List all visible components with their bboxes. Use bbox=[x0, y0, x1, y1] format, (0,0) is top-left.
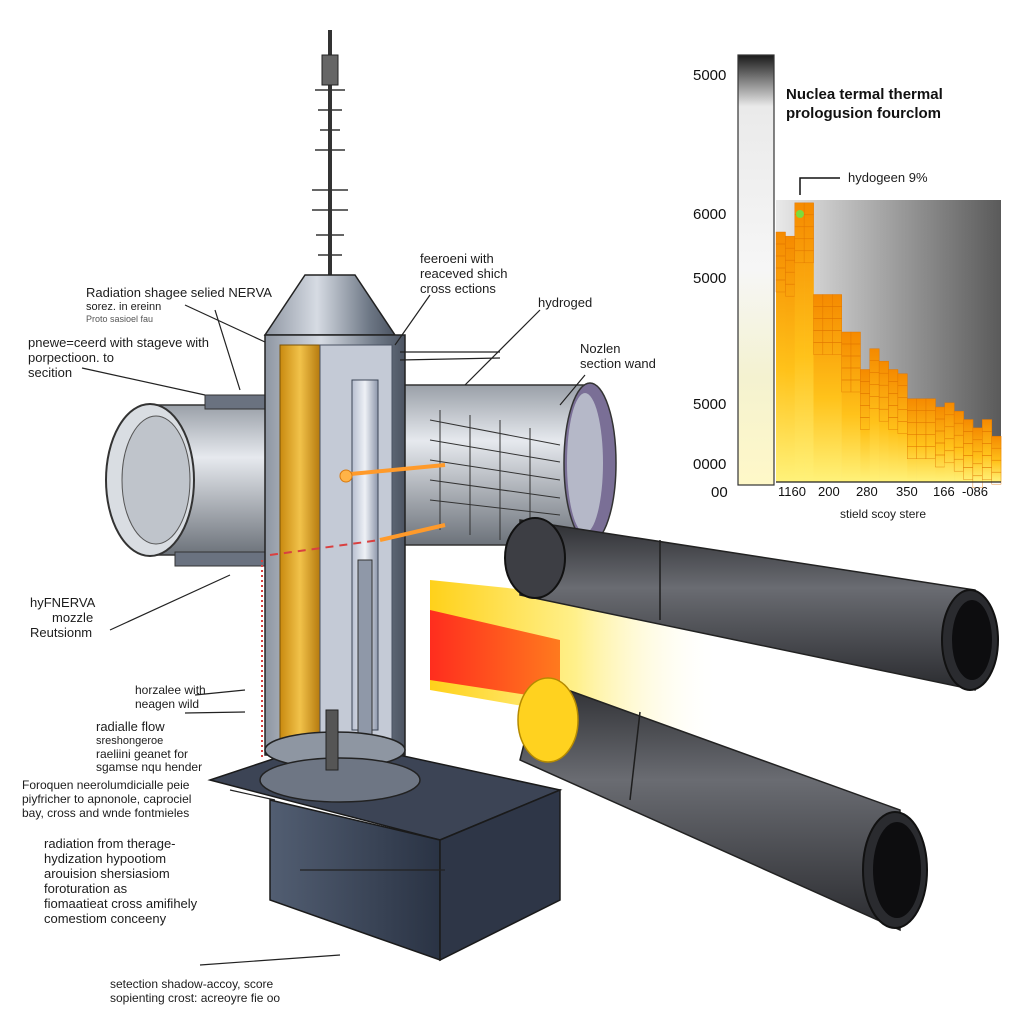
y-tick: 5000 bbox=[693, 396, 727, 413]
heatmap-column bbox=[841, 331, 852, 482]
label-radiation-block: radiation from therage- hydization hypoo… bbox=[44, 836, 198, 926]
y-tick: 5000 bbox=[693, 270, 727, 287]
x-tick: -086 bbox=[962, 484, 989, 499]
heatmap-cell bbox=[991, 471, 1002, 485]
y-tick: 5000 bbox=[693, 67, 727, 84]
label-hydrogen-top: hydroged bbox=[538, 295, 593, 310]
heatmap-column bbox=[944, 402, 955, 482]
heatmap-column bbox=[972, 427, 983, 482]
heatmap-chart bbox=[737, 54, 1002, 489]
heatmap-column bbox=[982, 419, 992, 482]
label-hydrogen-description: Foroquen neerolumdicialle peie piyfriche… bbox=[22, 778, 192, 820]
heatmap-cell bbox=[803, 250, 814, 264]
reactor-vessel bbox=[259, 30, 446, 803]
y-tick: 6000 bbox=[693, 206, 727, 223]
label-nozzle-section: Nozlen section wand bbox=[580, 341, 656, 371]
heatmap-column bbox=[869, 348, 880, 482]
heatmap-column bbox=[804, 202, 814, 482]
annotation-marker bbox=[796, 210, 804, 218]
heatmap-column bbox=[935, 407, 946, 482]
x-tick: 1160 bbox=[778, 484, 806, 499]
color-scale-bar bbox=[737, 54, 775, 486]
label-radiation-shield: Radiation shagee selied NERVA sorez. in … bbox=[86, 285, 272, 324]
heatmap-column bbox=[926, 398, 936, 482]
x-tick: 280 bbox=[856, 484, 878, 499]
heatmap-column bbox=[991, 436, 1002, 482]
heatmap-column bbox=[776, 231, 786, 482]
annotation-arrow bbox=[799, 177, 840, 195]
x-tick: 166 bbox=[933, 484, 955, 499]
heatmap-column bbox=[851, 331, 861, 482]
heatmap-column bbox=[954, 411, 964, 482]
chart-title: Nuclea termal thermal prologusion fourcl… bbox=[786, 86, 943, 122]
heatmap-column bbox=[963, 419, 974, 482]
x-tick: 350 bbox=[896, 484, 918, 499]
heatmap-column bbox=[860, 369, 871, 482]
exhaust-pipe-lower bbox=[517, 677, 928, 932]
label-radial-flow: radialle flow sreshongeroe raeliini gean… bbox=[96, 719, 203, 775]
y-tick: 0000 bbox=[693, 456, 727, 473]
chart-annotation: hydogeen 9% bbox=[848, 170, 928, 185]
heatmap-column bbox=[897, 373, 908, 482]
label-bottom-note: setection shadow-accoy, score sopienting… bbox=[110, 977, 281, 1005]
label-pressure-vessel: pnewe=ceerd with stageve with porpectioo… bbox=[28, 335, 210, 380]
heatmap-column bbox=[888, 369, 899, 482]
x-axis-label: stield scoy stere bbox=[840, 507, 927, 521]
label-nozzle-hydrogen: horzalee with neagen wild bbox=[135, 683, 206, 711]
label-nerva-nozzle: hyFNERVA mozzle Reutsionm bbox=[30, 595, 96, 640]
heatmap-column bbox=[785, 236, 796, 482]
nozzle-housing bbox=[389, 382, 617, 546]
label-cross-sections: feeroeni with reaceved shich cross ectio… bbox=[420, 251, 508, 296]
heatmap-column bbox=[794, 202, 805, 482]
heatmap-column bbox=[907, 398, 917, 482]
heatmap-column bbox=[879, 361, 889, 482]
x-tick: 200 bbox=[818, 484, 840, 499]
exhaust-pipe-upper bbox=[504, 517, 999, 691]
heatmap-column bbox=[813, 294, 824, 482]
x-tick: 00 bbox=[711, 484, 728, 501]
leader-lines bbox=[81, 294, 586, 966]
heatmap-cells bbox=[775, 202, 1002, 489]
heatmap-column bbox=[822, 294, 833, 482]
heatmap-column bbox=[916, 398, 927, 482]
heatmap-column bbox=[832, 294, 842, 482]
